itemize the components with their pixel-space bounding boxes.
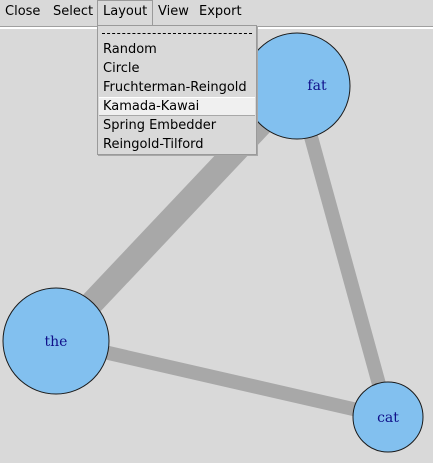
- menu-item-kamada-kawai[interactable]: Kamada-Kawai: [99, 97, 255, 116]
- node-cat[interactable]: cat: [352, 381, 424, 453]
- node-cat-label: cat: [377, 410, 399, 426]
- node-the-label: the: [45, 334, 68, 350]
- menu-export[interactable]: Export: [199, 4, 242, 19]
- node-the[interactable]: the: [2, 287, 110, 395]
- menu-tearoff-line[interactable]: [102, 33, 252, 34]
- nodes-layer: fat the cat: [2, 32, 424, 453]
- node-fat[interactable]: fat: [243, 32, 351, 140]
- menu-item-circle[interactable]: Circle: [103, 61, 140, 76]
- menu-item-spring-embedder[interactable]: Spring Embedder: [103, 118, 217, 133]
- menu-layout[interactable]: Layout: [97, 0, 154, 26]
- menu-item-fruchterman-reingold[interactable]: Fruchterman-Reingold: [103, 80, 247, 95]
- node-fat-label: fat: [307, 78, 327, 94]
- menu-select[interactable]: Select: [53, 4, 94, 19]
- node-the-circle[interactable]: [2, 287, 110, 395]
- menubar: Close Select Layout View Export: [0, 0, 433, 26]
- menu-item-reingold-tilford[interactable]: Reingold-Tilford: [103, 137, 204, 152]
- menu-view[interactable]: View: [158, 4, 189, 19]
- menu-item-random[interactable]: Random: [103, 42, 157, 57]
- layout-dropdown-menu: Random Circle Fruchterman-Reingold Kamad…: [97, 25, 257, 155]
- edge-fat-cat[interactable]: [290, 84, 395, 419]
- edge-the-cat[interactable]: [54, 334, 390, 424]
- node-cat-circle[interactable]: [352, 381, 424, 453]
- node-fat-circle[interactable]: [243, 32, 351, 140]
- menu-close[interactable]: Close: [5, 4, 41, 19]
